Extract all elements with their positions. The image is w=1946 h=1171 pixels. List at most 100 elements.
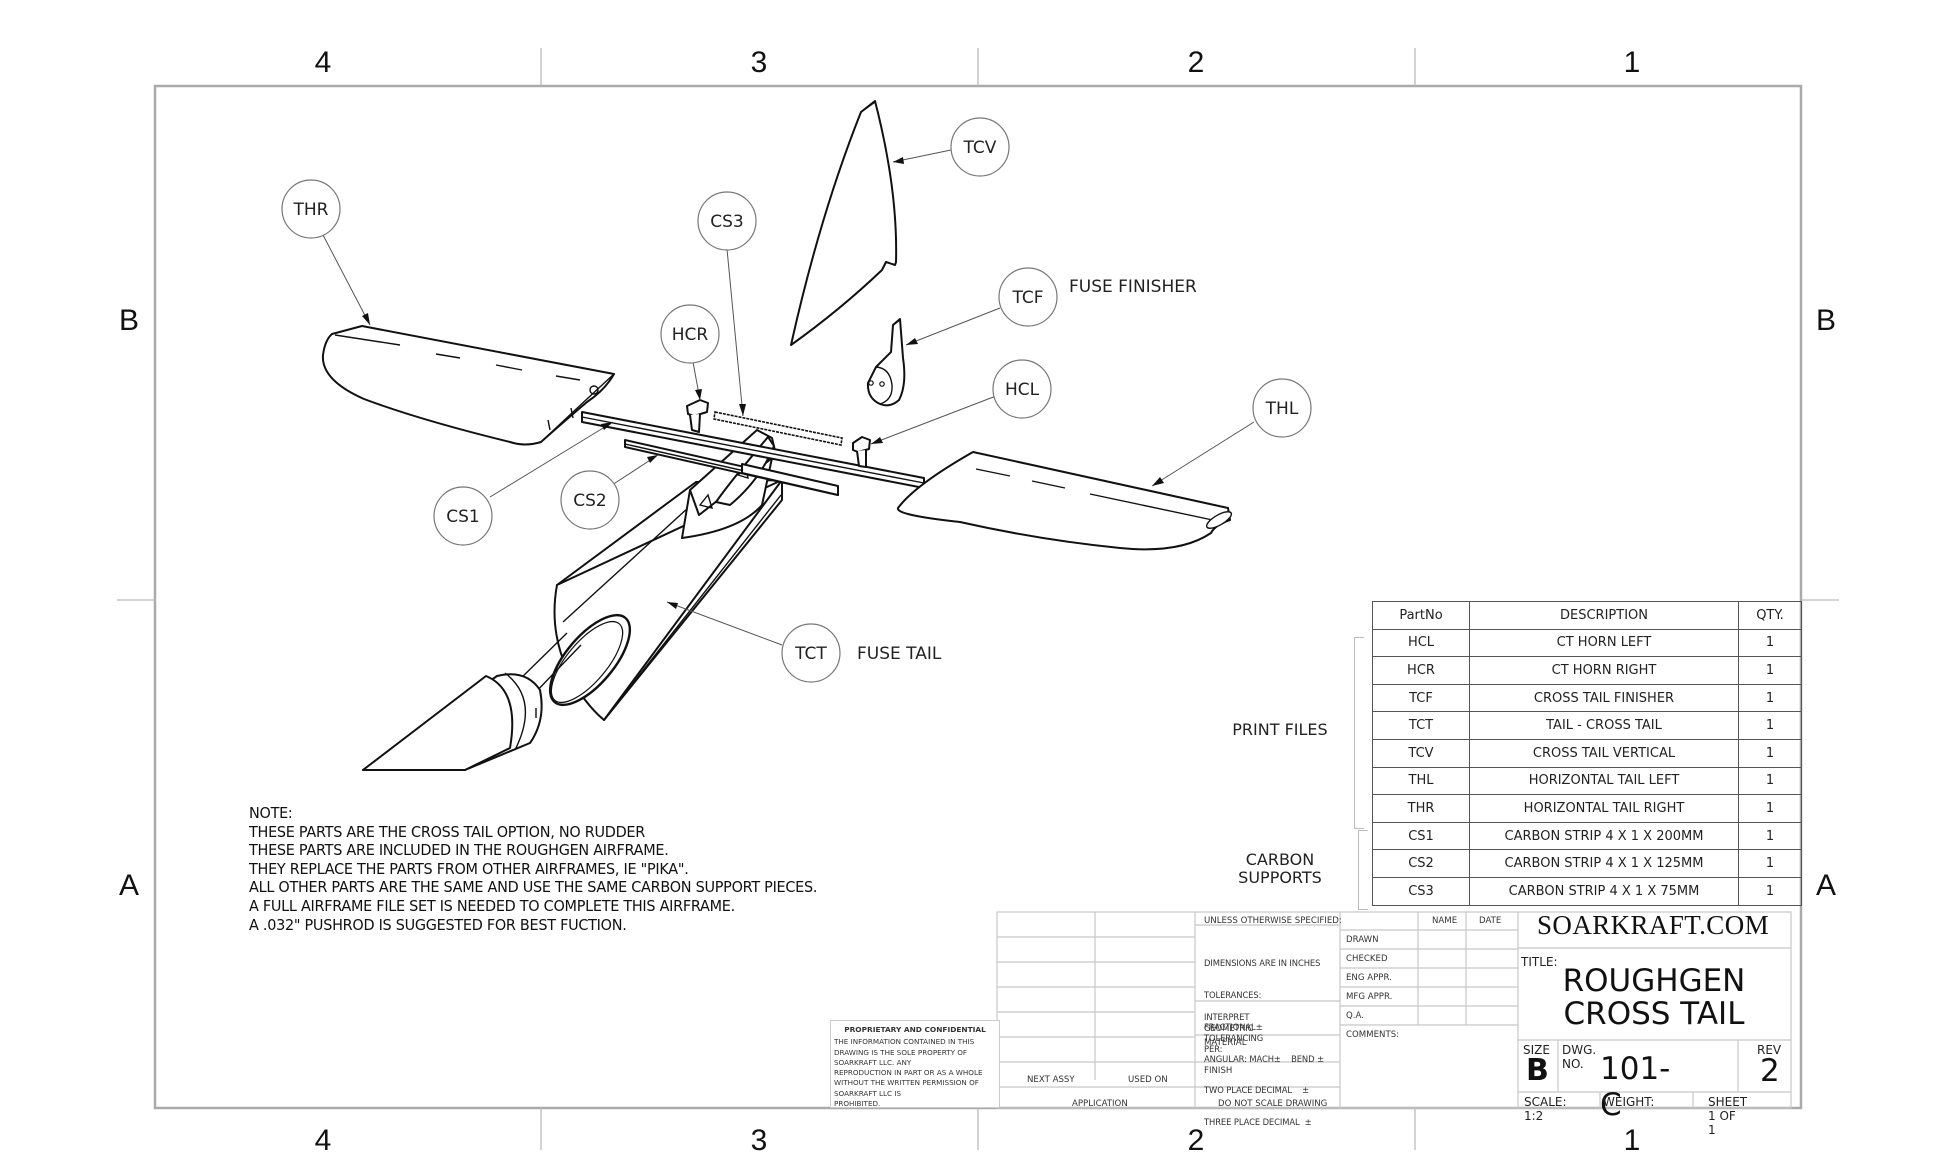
zone-col-top-4: 4	[315, 46, 332, 79]
proprietary-line: SOARKRAFT LLC IS	[834, 1088, 902, 1098]
do-not-scale-label: DO NOT SCALE DRAWING	[1218, 1099, 1328, 1109]
zone-col-top-2: 2	[1188, 46, 1205, 79]
svg-text:THL: THL	[1265, 399, 1299, 419]
part-thl-tail	[897, 451, 1233, 551]
bom-qty: 1	[1738, 821, 1802, 851]
comments-label: COMMENTS:	[1346, 1030, 1400, 1040]
svg-text:TCT: TCT	[794, 644, 827, 664]
bom-qty: 1	[1738, 794, 1802, 823]
bom-partno: HCR	[1372, 656, 1470, 685]
balloon-tcv: TCV	[950, 117, 1010, 177]
balloon-thr: THR	[281, 179, 341, 239]
proprietary-line: WITHOUT THE WRITTEN PERMISSION OF	[834, 1078, 979, 1088]
name-header: NAME	[1432, 916, 1458, 926]
zone-row-left-a: A	[119, 869, 139, 902]
notes-heading: NOTE:	[249, 804, 293, 822]
bom-partno: CS1	[1372, 821, 1470, 851]
approval-mfg: MFG APPR.	[1346, 992, 1393, 1002]
note-line: THESE PARTS ARE INCLUDED IN THE ROUGHGEN…	[249, 841, 669, 860]
balloon-tcf: TCF	[998, 267, 1058, 327]
approval-drawn: DRAWN	[1346, 935, 1379, 945]
zone-row-right-a: A	[1816, 869, 1836, 902]
bom-description: TAIL - CROSS TAIL	[1469, 711, 1739, 740]
title-line: ROUGHGEN	[1562, 963, 1746, 999]
bom-header-qty: QTY.	[1738, 601, 1802, 630]
part-thr-tail	[321, 325, 615, 446]
bom-description: HORIZONTAL TAIL LEFT	[1469, 766, 1739, 796]
zone-col-top-3: 3	[751, 46, 768, 79]
svg-text:CS2: CS2	[573, 491, 606, 511]
dwg-no-label: DWG. NO.	[1562, 1043, 1597, 1071]
used-on-label: USED ON	[1128, 1075, 1168, 1085]
part-fuse-tail	[362, 479, 783, 771]
callout-fuse-tail: FUSE TAIL	[857, 644, 942, 664]
drawing-title: ROUGHGEN CROSS TAIL	[1518, 965, 1790, 1031]
bom-partno: TCV	[1372, 738, 1470, 768]
part-tcv-vertical	[790, 100, 898, 346]
svg-text:CS3: CS3	[710, 212, 743, 232]
part-hcr-horn	[686, 399, 709, 433]
tolerance-line: FRACTIONAL±	[1204, 1021, 1263, 1032]
material-label: MATERIAL	[1204, 1038, 1247, 1048]
bom-description: HORIZONTAL TAIL RIGHT	[1469, 794, 1739, 823]
svg-text:HCR: HCR	[672, 325, 709, 345]
assembly-drawing	[321, 100, 1255, 771]
interpret-tolerancing: INTERPRET GEOMETRIC TOLERANCING PER:	[1204, 1012, 1263, 1054]
note-line: ALL OTHER PARTS ARE THE SAME AND USE THE…	[249, 878, 818, 897]
bom-qty: 1	[1738, 656, 1802, 685]
bom-qty: 1	[1738, 738, 1802, 768]
note-line: A .032" PUSHROD IS SUGGESTED FOR BEST FU…	[249, 915, 627, 934]
bom-qty: 1	[1738, 876, 1802, 906]
bom-description: CROSS TAIL VERTICAL	[1469, 738, 1739, 768]
unless-specified-label: UNLESS OTHERWISE SPECIFIED:	[1204, 916, 1342, 926]
size-label: SIZE	[1523, 1043, 1550, 1057]
proprietary-line: REPRODUCTION IN PART OR AS A WHOLE	[834, 1068, 983, 1078]
note-line: THEY REPLACE THE PARTS FROM OTHER AIRFRA…	[249, 859, 689, 878]
bom-header-row: PartNo DESCRIPTION QTY.	[1372, 601, 1802, 630]
interpret-line: TOLERANCING PER:	[1204, 1033, 1264, 1054]
proprietary-line: THE INFORMATION CONTAINED IN THIS	[834, 1037, 975, 1047]
proprietary-heading: PROPRIETARY AND CONFIDENTIAL	[844, 1025, 986, 1034]
bom-description: CARBON STRIP 4 X 1 X 200MM	[1469, 821, 1739, 851]
leader-lines	[322, 149, 1255, 646]
weight-label: WEIGHT:	[1603, 1095, 1655, 1109]
date-header: DATE	[1479, 916, 1502, 926]
dwg-no-value: 101-C	[1600, 1051, 1671, 1123]
balloon-thl: THL	[1252, 378, 1312, 438]
balloon-cs1: CS1	[433, 486, 493, 546]
scale-label: SCALE: 1:2	[1524, 1095, 1567, 1123]
callout-fuse-finisher: FUSE FINISHER	[1069, 277, 1197, 297]
bom-partno: TCF	[1372, 683, 1470, 713]
finish-label: FINISH	[1204, 1066, 1233, 1076]
title-block-grid	[996, 911, 1792, 1109]
tolerance-line: ANGULAR: MACH± BEND ±	[1204, 1053, 1324, 1064]
tolerance-line: TOLERANCES:	[1204, 989, 1262, 1000]
group-label-print-files: PRINT FILES	[1232, 720, 1328, 739]
next-assy-label: NEXT ASSY	[1027, 1075, 1075, 1085]
proprietary-line: PROHIBITED.	[834, 1099, 881, 1109]
bracket-print-files	[1354, 637, 1364, 829]
bom-partno: THL	[1372, 766, 1470, 796]
size-value: B	[1526, 1053, 1549, 1088]
zone-ticks	[117, 48, 1839, 1150]
svg-text:THR: THR	[293, 200, 329, 220]
bom-qty: 1	[1738, 628, 1802, 658]
bom-qty: 1	[1738, 849, 1802, 878]
note-line: A FULL AIRFRAME FILE SET IS NEEDED TO CO…	[249, 896, 735, 915]
svg-text:CS1: CS1	[446, 507, 479, 527]
rev-value: 2	[1760, 1053, 1780, 1089]
sheet-label: SHEET 1 OF 1	[1708, 1095, 1748, 1137]
bom-partno: HCL	[1372, 628, 1470, 658]
part-cs2-strip	[624, 439, 839, 496]
proprietary-line: SOARKRAFT LLC. ANY	[834, 1057, 912, 1067]
title-line: CROSS TAIL	[1563, 996, 1745, 1032]
